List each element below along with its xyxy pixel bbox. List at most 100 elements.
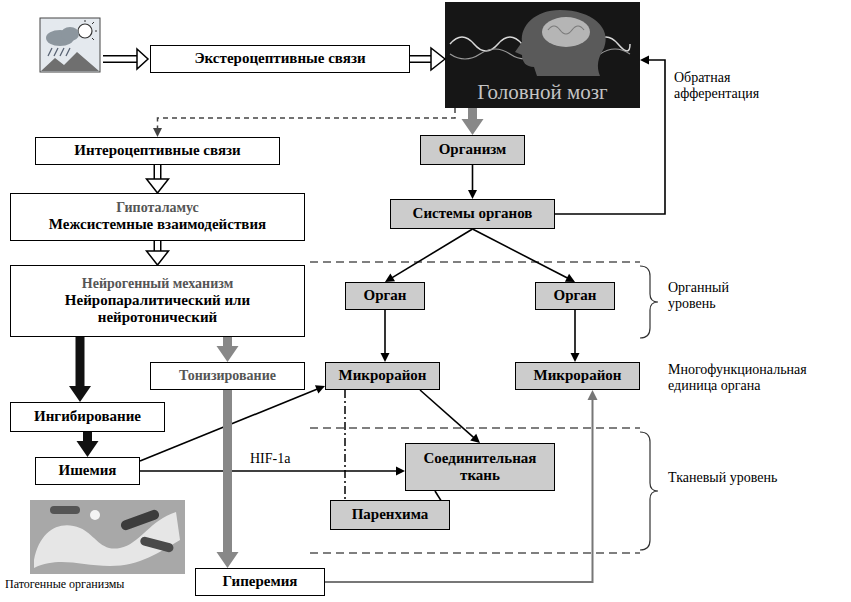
box-text: Ингибирование (34, 408, 141, 425)
arrow-head (431, 48, 445, 70)
process-box: Ингибирование (10, 402, 165, 432)
brain-image (548, 26, 584, 34)
level-divider (310, 552, 640, 553)
arrow-head (147, 251, 169, 265)
arrow-head (381, 353, 390, 362)
pathogen-image (30, 500, 185, 574)
brain-picture: Головной мозг (445, 2, 640, 108)
weather-icon (66, 48, 70, 56)
connector (381, 310, 390, 362)
box-text: Гиперемия (223, 573, 298, 590)
level-label: Тканевый уровень (668, 470, 778, 486)
brain-image (542, 17, 590, 47)
structure-box: Соединительная ткань (405, 443, 555, 491)
connector (462, 108, 484, 135)
connector (571, 310, 580, 362)
connector (325, 390, 598, 582)
weather-icon (92, 22, 94, 24)
arrow-head (462, 119, 484, 135)
structure-box: Микрорайон (515, 362, 640, 390)
level-divider (310, 261, 640, 262)
structure-box: Организм (420, 135, 525, 165)
process-box: Ишемия (35, 457, 140, 485)
connector-line (384, 310, 386, 355)
box-body-text: Межсистемные взаимодействия (49, 216, 266, 233)
brain-image (445, 2, 640, 108)
connector-line (410, 55, 433, 63)
box-body-text: Нейропаралитический или нейротонический (17, 292, 298, 327)
pathogen-image (119, 508, 160, 531)
connector-line (468, 108, 477, 121)
box-text: Микрорайон (534, 367, 622, 384)
box-text: Паренхима (352, 506, 429, 523)
weather-icon (78, 24, 92, 38)
connector (217, 390, 239, 568)
connector (140, 467, 405, 476)
pathogen-image (50, 506, 80, 514)
weather-icon (60, 48, 64, 56)
box-text: Интероцептивные связи (74, 142, 240, 159)
pathogen-image (139, 536, 174, 553)
connector (153, 108, 455, 137)
connector-line (410, 57, 433, 62)
box-text: Орган (554, 287, 597, 304)
arrow-head (470, 434, 480, 443)
pathogen-image (90, 510, 100, 520)
structure-box: Орган (535, 282, 615, 310)
connector (140, 385, 325, 461)
structure-box: Системы органов (390, 199, 555, 229)
process-box: Экстероцептивные связи (150, 45, 410, 73)
process-box: ГипоталамусМежсистемные взаимодействия (10, 193, 305, 241)
input-arrow (137, 49, 148, 69)
connector-line (420, 390, 474, 438)
weather-icon (92, 38, 94, 40)
connector (468, 165, 477, 199)
box-text: Системы органов (413, 205, 533, 222)
weather-icon (41, 52, 99, 71)
arrow-head (77, 441, 99, 457)
arrow-head (571, 353, 580, 362)
arrow-head (69, 386, 91, 402)
arrow-head (468, 190, 477, 199)
weather-icon (54, 48, 58, 56)
input-arrow (103, 57, 138, 62)
connector-line (223, 337, 232, 348)
connector-label: Обратная афферентация (672, 70, 796, 102)
box-text: Тонизирование (179, 368, 276, 384)
connector-line (155, 165, 160, 181)
arrow-head (217, 346, 239, 362)
box-text: Ишемия (59, 462, 117, 479)
connector (473, 229, 576, 282)
pathogen-image (34, 512, 180, 568)
arrow-head (396, 467, 405, 476)
connector-line (344, 390, 346, 500)
connector-line (83, 432, 92, 443)
weather-icon (48, 48, 52, 56)
connector-line (76, 337, 85, 388)
level-bracket (640, 266, 658, 550)
structure-box: Орган (345, 282, 425, 310)
connector (385, 229, 473, 282)
level-bracket (640, 266, 658, 338)
connector (217, 337, 239, 362)
arrow-head (588, 390, 598, 400)
connector-line (472, 165, 474, 192)
box-text: Головной мозг (477, 80, 607, 104)
process-box: Интероцептивные связи (35, 137, 280, 165)
structure-box: Микрорайон (325, 362, 440, 390)
box-text: Гипоталамус (116, 200, 199, 216)
level-divider (310, 427, 640, 428)
arrow-head (385, 273, 395, 282)
connector (77, 432, 99, 457)
connector-line (140, 470, 398, 472)
process-box: Тонизирование (150, 362, 305, 390)
arrow-head (147, 179, 169, 193)
image-caption: Патогенные организмы (5, 578, 185, 592)
process-box: Гиперемия (195, 568, 325, 596)
connector-label: HIF-1a (248, 451, 292, 467)
level-label: Многофункциональная единица органа (668, 362, 838, 394)
input-arrow (103, 55, 137, 63)
process-box: Нейрогенный механизмНейропаралитический … (10, 265, 305, 337)
connector-line (473, 229, 569, 279)
